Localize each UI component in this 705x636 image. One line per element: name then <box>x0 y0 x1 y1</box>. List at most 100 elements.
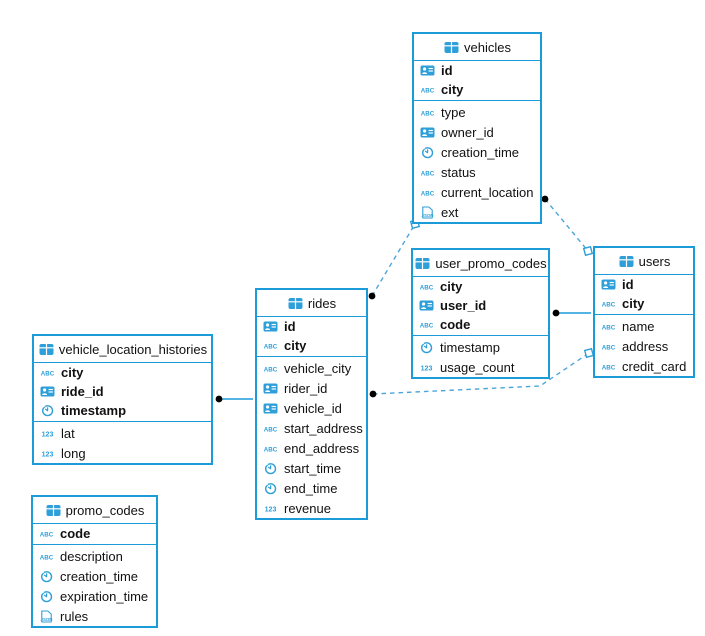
column-row-owner_id[interactable]: owner_id <box>414 122 540 142</box>
column-row-creation_time[interactable]: creation_time <box>33 566 156 586</box>
svg-text:123: 123 <box>421 365 433 372</box>
table-header-promo_codes[interactable]: promo_codes <box>33 497 156 524</box>
id-card-icon <box>262 402 279 415</box>
table-title: vehicles <box>464 39 511 55</box>
column-label: timestamp <box>61 403 127 418</box>
table-header-users[interactable]: users <box>595 248 693 275</box>
table-header-vehicle_location_histories[interactable]: vehicle_location_histories <box>34 336 211 363</box>
text-icon: ABC <box>39 366 56 379</box>
column-row-description[interactable]: ABC description <box>33 546 156 566</box>
text-icon: ABC <box>419 106 436 119</box>
relation-vehicles-users[interactable] <box>541 195 594 257</box>
table-header-user_promo_codes[interactable]: user_promo_codes <box>413 250 548 277</box>
svg-text:123: 123 <box>42 451 54 458</box>
column-row-credit_card[interactable]: ABC credit_card <box>595 356 693 376</box>
column-label: id <box>284 319 296 334</box>
column-row-end_time[interactable]: end_time <box>257 478 366 498</box>
column-label: owner_id <box>441 124 494 140</box>
svg-text:ABC: ABC <box>602 364 616 371</box>
column-label: rider_id <box>284 380 328 396</box>
column-label: vehicle_city <box>284 360 352 376</box>
column-row-creation_time[interactable]: creation_time <box>414 142 540 162</box>
text-icon: ABC <box>418 280 435 293</box>
svg-text:JSON: JSON <box>422 213 434 218</box>
key-separator <box>595 314 693 315</box>
text-icon: ABC <box>38 527 55 540</box>
column-row-timestamp[interactable]: timestamp <box>413 337 548 357</box>
column-label: code <box>60 526 91 541</box>
svg-text:ABC: ABC <box>602 301 616 308</box>
time-icon <box>262 481 279 495</box>
column-label: description <box>60 548 123 564</box>
column-row-id[interactable]: id <box>414 61 540 80</box>
table-title: promo_codes <box>65 502 145 518</box>
column-row-status[interactable]: ABC status <box>414 162 540 182</box>
column-row-id[interactable]: id <box>595 275 693 294</box>
column-row-id[interactable]: id <box>257 317 366 336</box>
relation-endpoint-dot <box>552 309 560 317</box>
column-row-ride_id[interactable]: ride_id <box>34 382 211 401</box>
column-label: city <box>284 338 307 353</box>
key-separator <box>414 100 540 101</box>
text-icon: ABC <box>419 186 436 199</box>
svg-text:ABC: ABC <box>421 170 435 177</box>
relation-vehicle_location_histories-rides[interactable] <box>215 395 253 403</box>
text-icon: ABC <box>600 360 617 373</box>
column-label: ride_id <box>61 384 104 399</box>
id-card-icon <box>418 299 435 312</box>
column-row-start_time[interactable]: start_time <box>257 458 366 478</box>
column-row-timestamp[interactable]: timestamp <box>34 401 211 420</box>
column-label: id <box>622 277 634 292</box>
column-row-code[interactable]: ABC code <box>33 524 156 543</box>
column-row-expiration_time[interactable]: expiration_time <box>33 586 156 606</box>
column-row-rider_id[interactable]: rider_id <box>257 378 366 398</box>
key-separator <box>413 335 548 336</box>
time-icon <box>418 340 435 354</box>
column-label: revenue <box>284 500 331 516</box>
column-label: lat <box>61 425 75 441</box>
column-row-user_id[interactable]: user_id <box>413 296 548 315</box>
column-row-vehicle_id[interactable]: vehicle_id <box>257 398 366 418</box>
text-icon: ABC <box>262 422 279 435</box>
relation-endpoint-dot <box>215 395 223 403</box>
text-icon: ABC <box>600 340 617 353</box>
table-header-vehicles[interactable]: vehicles <box>414 34 540 61</box>
svg-text:ABC: ABC <box>264 446 278 453</box>
svg-text:JSON: JSON <box>41 617 53 622</box>
relation-rides-users[interactable] <box>369 347 595 398</box>
relation-user_promo_codes-users[interactable] <box>552 309 591 317</box>
text-icon: ABC <box>38 550 55 563</box>
column-label: vehicle_id <box>284 400 342 416</box>
relation-endpoint-dot <box>541 195 549 203</box>
text-icon: ABC <box>419 83 436 96</box>
column-label: credit_card <box>622 358 687 374</box>
table-header-rides[interactable]: rides <box>257 290 366 317</box>
column-label: status <box>441 164 476 180</box>
